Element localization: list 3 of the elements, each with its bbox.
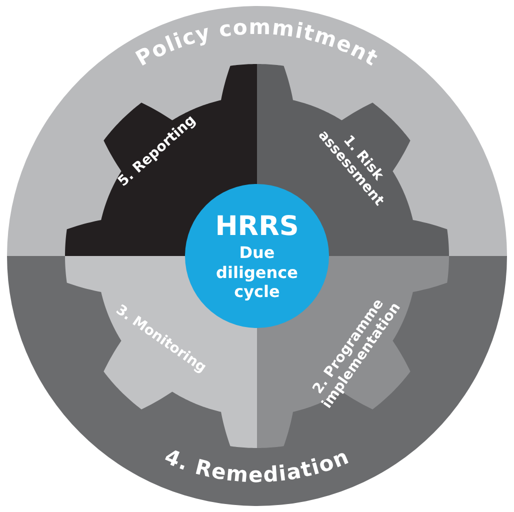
center-subtitle: Due diligence cycle: [215, 243, 299, 301]
center-title: HRRS: [214, 211, 300, 244]
segment-label: 4. Remediation: [161, 444, 353, 488]
